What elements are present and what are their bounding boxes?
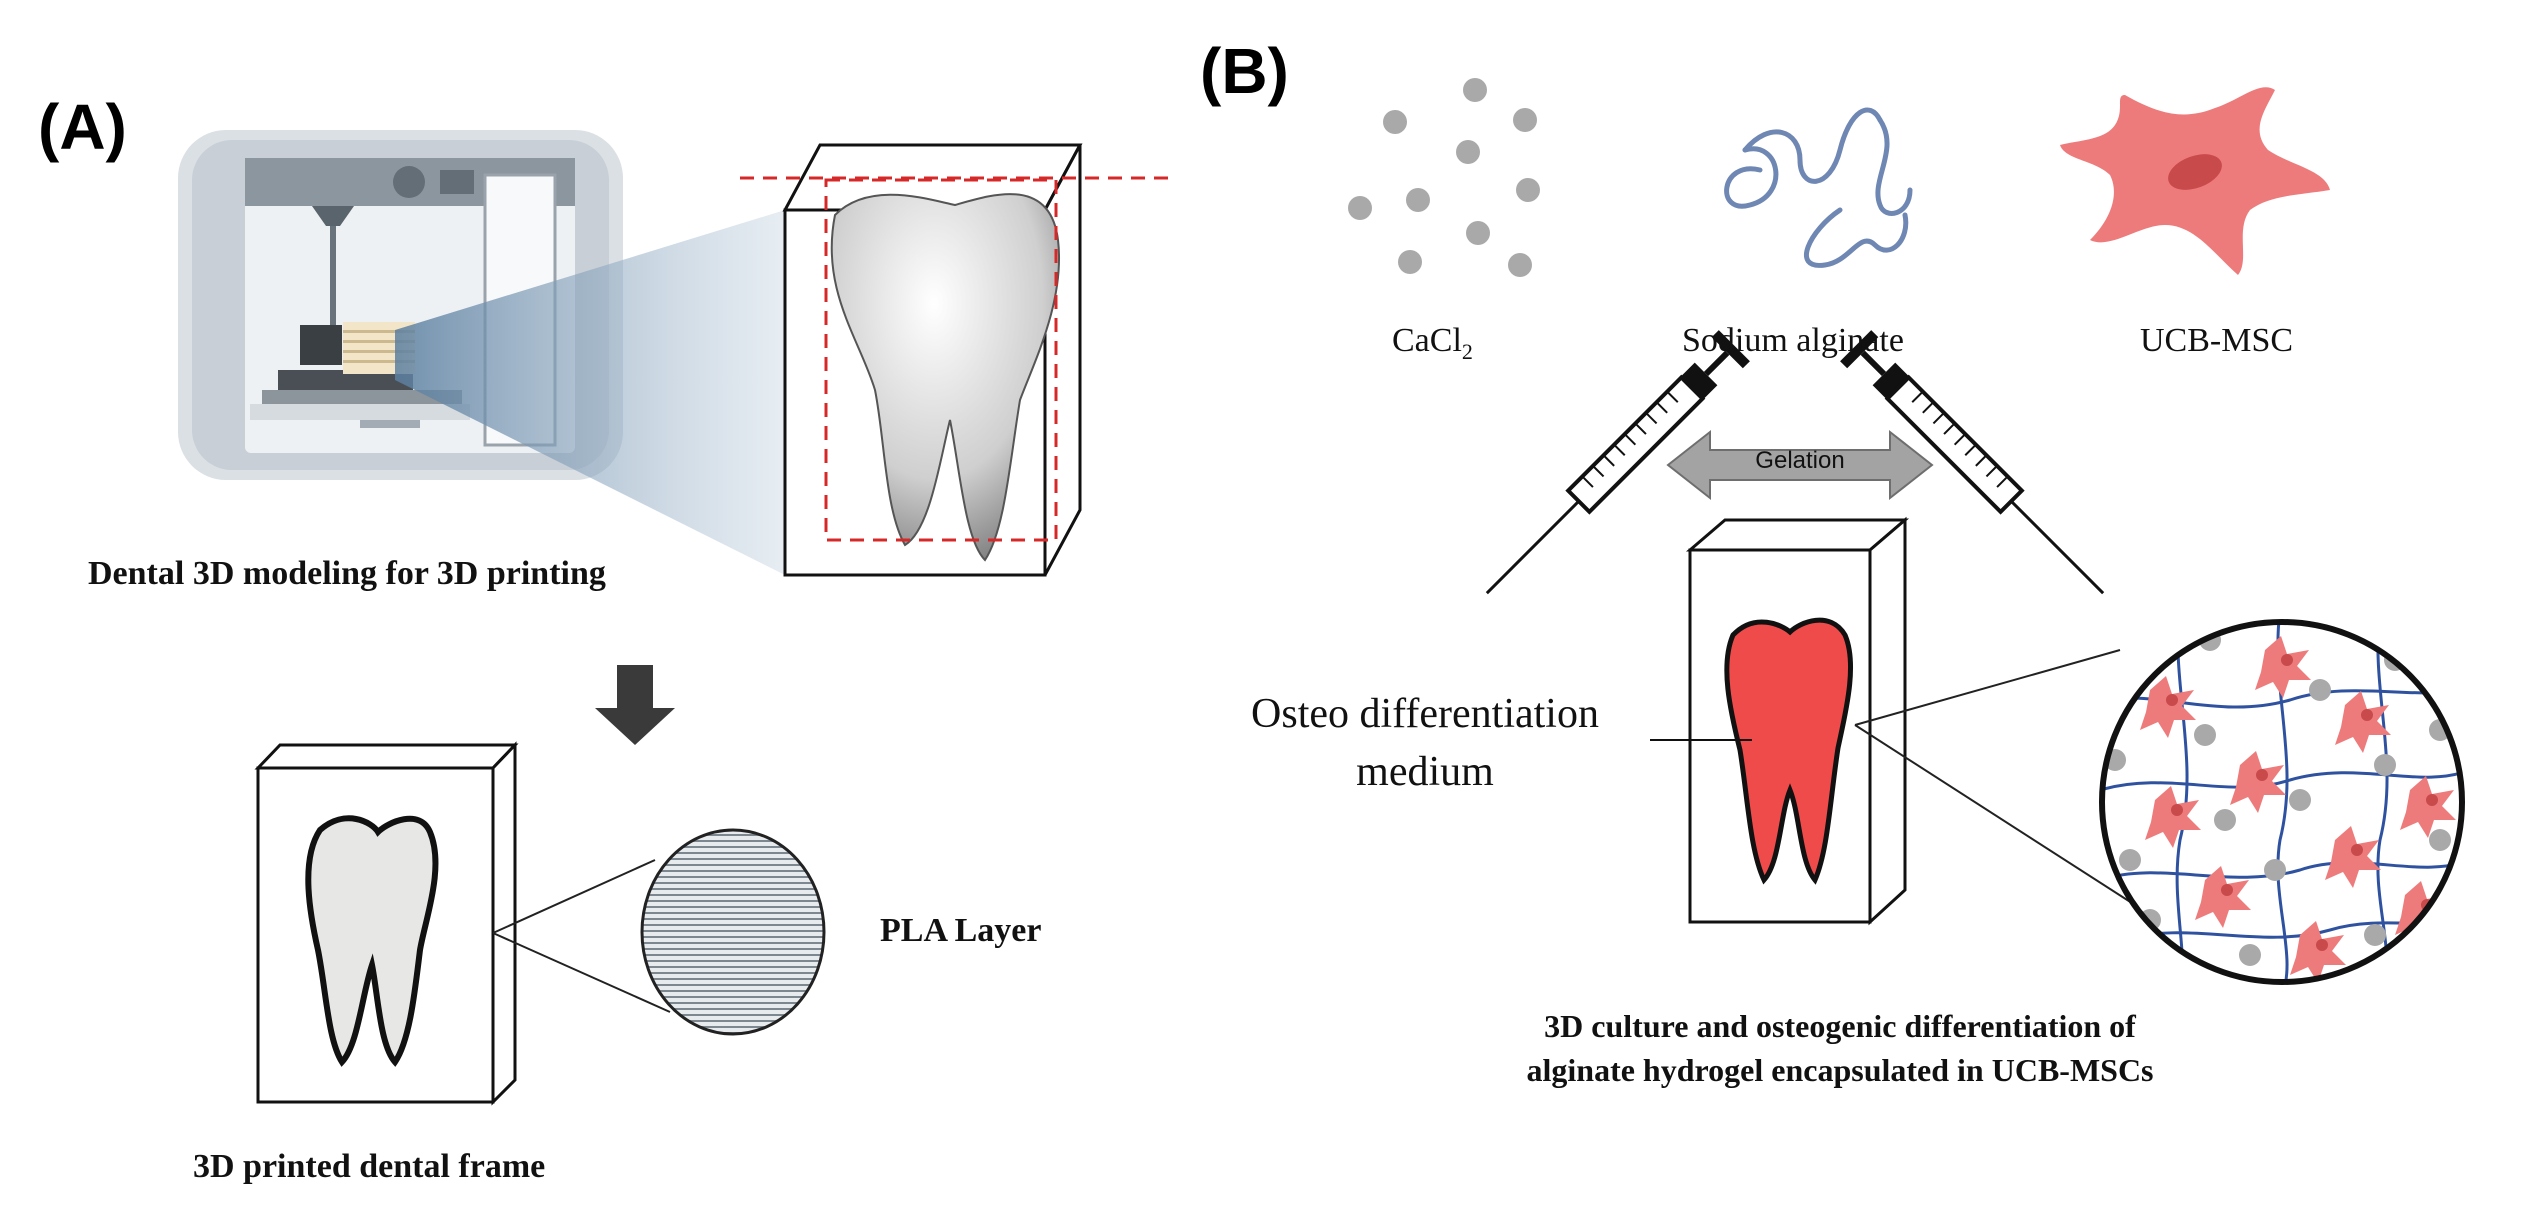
pla-layer-label: PLA Layer — [880, 912, 1042, 949]
down-arrow-icon — [595, 665, 675, 745]
pla-layer-magnifier — [640, 828, 826, 1036]
ucb-msc-label: UCB-MSC — [2140, 322, 2294, 359]
right-syringe-icon — [1840, 330, 2105, 595]
left-syringe-icon — [1485, 330, 1750, 595]
medium-label-line2: medium — [1356, 749, 1494, 795]
projection-beam — [395, 210, 785, 575]
panel-a-label: (A) — [38, 91, 127, 163]
alginate-label: Sodium alginate — [1682, 322, 1904, 359]
gelation-double-arrow — [1666, 429, 1934, 501]
ucb-msc-cell-icon — [2060, 87, 2330, 275]
hydrogel-tooth-icon — [1724, 617, 1853, 885]
hydrogel-network-magnifier — [2099, 619, 2465, 985]
cacl2-label: CaCl2 — [1392, 322, 1473, 365]
culture-box — [1685, 516, 1910, 926]
medium-label-line1: Osteo differentiation — [1251, 691, 1599, 737]
tooth-model-box — [740, 143, 1170, 577]
modeling-caption: Dental 3D modeling for 3D printing — [88, 555, 606, 592]
tooth-outline-icon — [305, 815, 439, 1067]
panel-b-label: (B) — [1200, 35, 1289, 107]
culture-caption-line2: alginate hydrogel encapsulated in UCB-MS… — [1526, 1052, 2154, 1088]
printed-frame-box — [254, 741, 519, 1106]
alginate-polymer-icon — [1724, 107, 1913, 268]
culture-caption-line1: 3D culture and osteogenic differentiatio… — [1544, 1008, 2136, 1044]
gelation-label: Gelation — [1755, 447, 1845, 474]
3d-tooth-icon — [830, 193, 1060, 562]
cacl2-label-subscript: 2 — [1461, 338, 1473, 364]
cacl2-label-base: CaCl — [1392, 322, 1462, 359]
cacl2-particles-icon — [1348, 78, 1540, 277]
frame-caption: 3D printed dental frame — [193, 1148, 546, 1185]
